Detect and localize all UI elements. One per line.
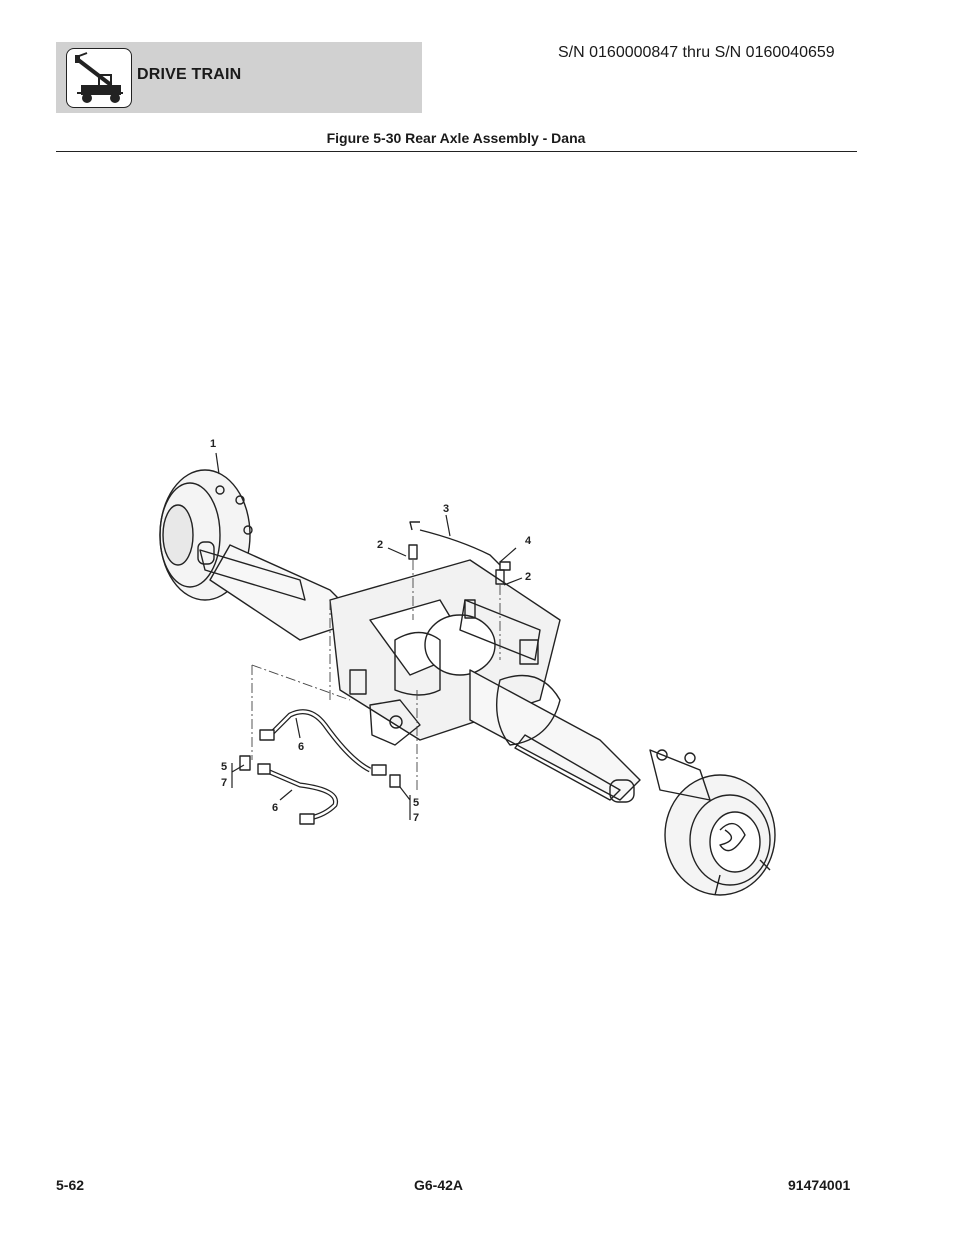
- callout: 5: [221, 761, 227, 773]
- callout: 1: [210, 438, 216, 450]
- model-number: G6-42A: [414, 1177, 464, 1193]
- callout: 6: [272, 802, 278, 814]
- page-number: 5-62: [56, 1177, 85, 1193]
- callout: 5: [413, 797, 419, 809]
- figure-callouts: 1 2 3 4 2 5 7 6 6 5 7: [210, 438, 532, 824]
- callout: 2: [377, 539, 383, 551]
- callout: 2: [525, 571, 531, 583]
- callout: 4: [525, 535, 532, 547]
- callout: 7: [221, 777, 227, 789]
- callout: 6: [298, 741, 304, 753]
- rear-axle-illustration: 1 2 3 4 2 5 7 6 6 5 7: [159, 438, 776, 896]
- callout: 3: [443, 503, 449, 515]
- callout: 7: [413, 812, 419, 824]
- document-number: 91474001: [788, 1177, 851, 1193]
- section-header: DRIVE TRAIN: [56, 42, 422, 113]
- section-title: DRIVE TRAIN: [137, 66, 242, 83]
- serial-range: S/N 0160000847 thru S/N 0160040659: [558, 44, 835, 61]
- figure-title: Figure 5-30 Rear Axle Assembly - Dana: [326, 130, 586, 146]
- telehandler-icon: [66, 48, 132, 108]
- divider: [56, 151, 857, 152]
